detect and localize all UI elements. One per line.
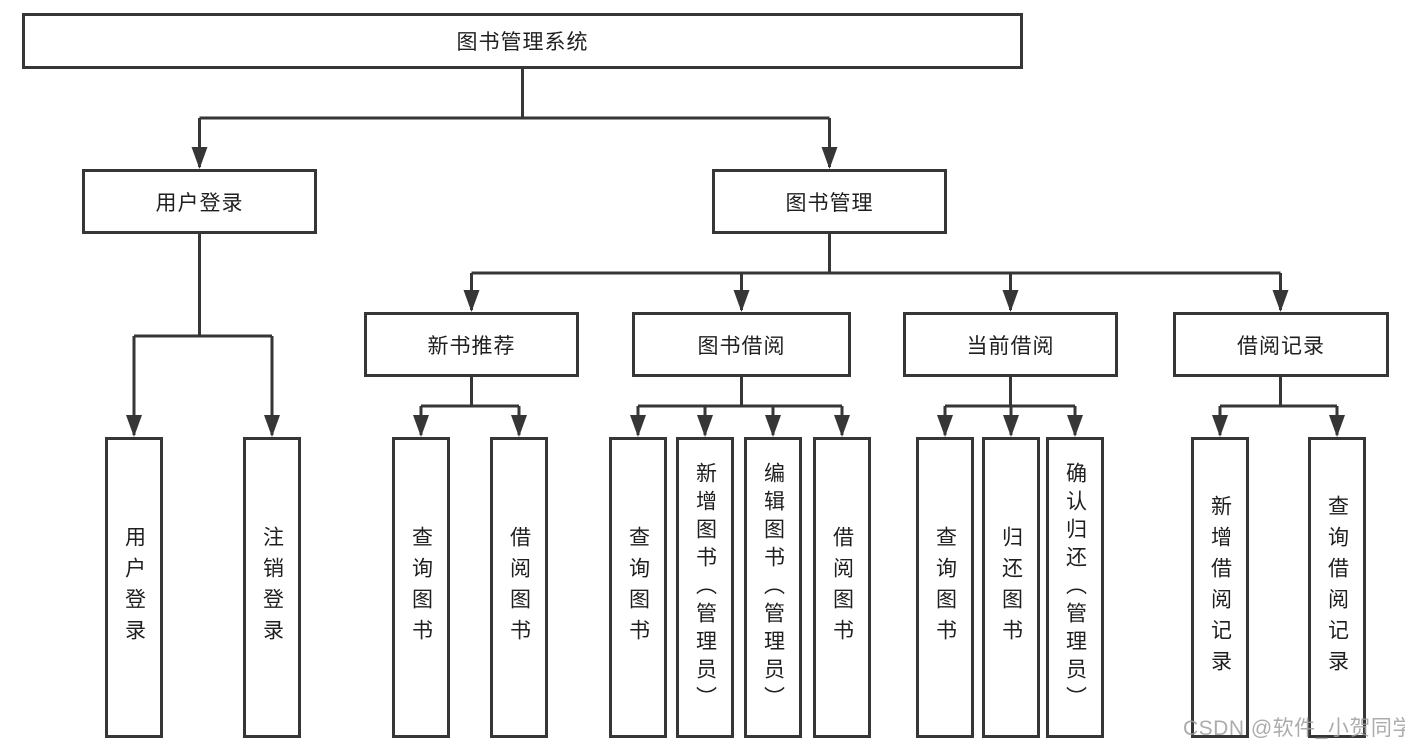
node-leaf-nb-query-books: 查询图书 bbox=[392, 437, 450, 738]
node-leaf-logout: 注销登录 bbox=[243, 437, 301, 738]
node-book-management: 图书管理 bbox=[712, 169, 947, 234]
leaf-label: 查询图书 bbox=[409, 525, 433, 650]
leaf-label: 借阅图书 bbox=[830, 525, 854, 650]
node-leaf-user-login: 用户登录 bbox=[105, 437, 163, 738]
node-library-management-system: 图书管理系统 bbox=[22, 13, 1023, 69]
node-leaf-bb-add-books-admin: 新增图书（管理员） bbox=[676, 437, 734, 738]
node-leaf-cb-query-books: 查询图书 bbox=[916, 437, 974, 738]
leaf-label: 查询图书 bbox=[933, 525, 957, 650]
leaf-label: 新增图书（管理员） bbox=[693, 461, 717, 714]
leaf-label: 新增借阅记录 bbox=[1208, 494, 1232, 681]
node-leaf-cb-confirm-return-admin: 确认归还（管理员） bbox=[1046, 437, 1104, 738]
leaf-label: 借阅图书 bbox=[507, 525, 531, 650]
node-leaf-br-query-record: 查询借阅记录 bbox=[1308, 437, 1366, 738]
leaf-label: 编辑图书（管理员） bbox=[761, 461, 785, 714]
node-borrowing-records: 借阅记录 bbox=[1173, 312, 1389, 377]
node-book-borrowing: 图书借阅 bbox=[632, 312, 851, 377]
leaf-label: 查询图书 bbox=[626, 525, 650, 650]
leaf-label: 注销登录 bbox=[260, 525, 284, 650]
node-leaf-bb-edit-books-admin: 编辑图书（管理员） bbox=[744, 437, 802, 738]
node-new-book-recommendation: 新书推荐 bbox=[364, 312, 579, 377]
leaf-label: 归还图书 bbox=[999, 525, 1023, 650]
node-leaf-br-add-record: 新增借阅记录 bbox=[1191, 437, 1249, 738]
node-leaf-nb-borrow-books: 借阅图书 bbox=[490, 437, 548, 738]
node-leaf-bb-query-books: 查询图书 bbox=[609, 437, 667, 738]
leaf-label: 确认归还（管理员） bbox=[1063, 461, 1087, 714]
node-current-borrowing: 当前借阅 bbox=[903, 312, 1118, 377]
leaf-label: 用户登录 bbox=[122, 525, 146, 650]
watermark: CSDN @软件_小贺同学 bbox=[1183, 717, 1405, 740]
node-leaf-bb-borrow-books: 借阅图书 bbox=[813, 437, 871, 738]
connector-paths bbox=[132, 69, 1339, 435]
node-leaf-cb-return-books: 归还图书 bbox=[982, 437, 1040, 738]
node-user-login: 用户登录 bbox=[82, 169, 317, 234]
leaf-label: 查询借阅记录 bbox=[1325, 494, 1349, 681]
